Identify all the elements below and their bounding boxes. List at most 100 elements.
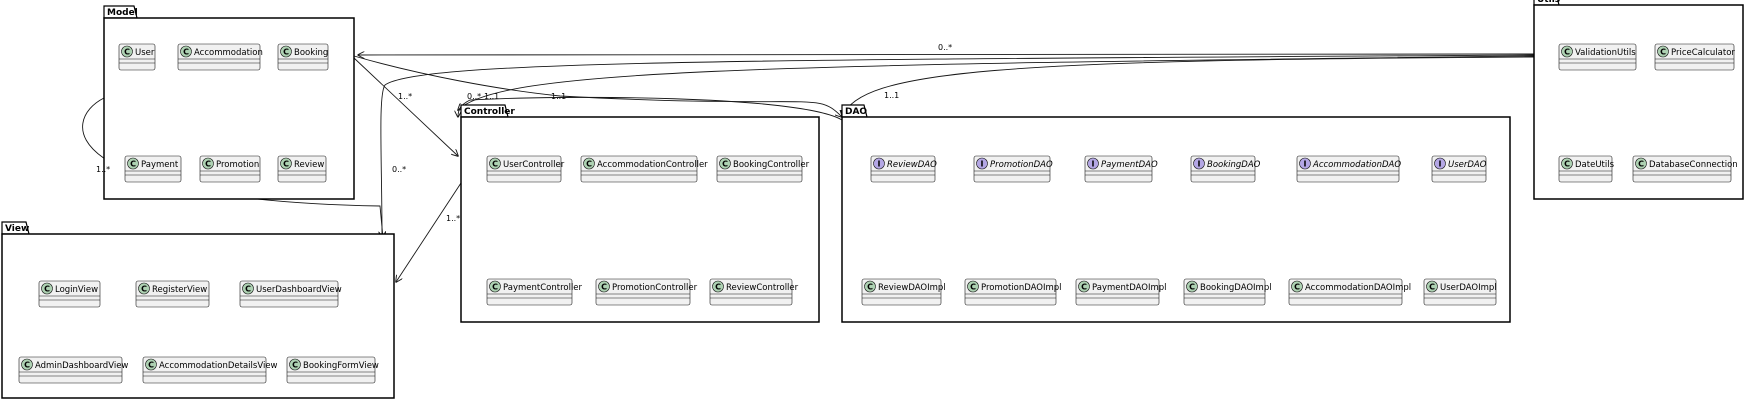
class-stereotype-icon (1635, 157, 1647, 170)
class-booking[interactable]: C Booking (277, 43, 328, 71)
class-name: Payment (141, 160, 179, 170)
class-name: Booking (294, 48, 328, 58)
class-stereotype-icon (712, 280, 724, 293)
association-utils-to-controller (458, 55, 1535, 110)
stereotype-letter: C (715, 283, 721, 292)
association-model-to-controller (353, 57, 458, 156)
stereotype-letter: I (1304, 160, 1307, 169)
stereotype-letter: C (970, 283, 976, 292)
class-box (486, 155, 562, 183)
class-name: AccommodationDetailsView (159, 361, 278, 371)
class-review[interactable]: C Review (277, 155, 327, 183)
class-box (1296, 155, 1400, 183)
class-accommodation-details-view[interactable]: C AccommodationDetailsView (142, 356, 278, 384)
package-label: DAO (845, 107, 867, 117)
stereotype-letter: C (1638, 160, 1644, 169)
class-name: Promotion (216, 160, 259, 170)
class-stereotype-icon (489, 157, 501, 170)
class-payment-daoimpl[interactable]: C PaymentDAOImpl (1075, 278, 1167, 306)
class-name: ReviewController (726, 283, 799, 293)
class-name: ReviewDAOImpl (878, 283, 946, 293)
class-name: ValidationUtils (1575, 48, 1636, 58)
class-name: Review (294, 160, 324, 170)
class-box (177, 43, 261, 71)
class-name: UserDAO (1448, 160, 1487, 170)
stereotype-letter: C (492, 160, 498, 169)
class-stereotype-icon (1186, 280, 1198, 293)
class-stereotype-icon (145, 358, 157, 371)
stereotype-letter: C (601, 283, 607, 292)
class-box (1075, 278, 1160, 306)
multiplicity-label: 1..* (446, 214, 460, 223)
stereotype-letter: C (148, 361, 154, 370)
class-stereotype-icon (127, 157, 139, 170)
multiplicity-labels: 0..*0..*0..*1..11..*1..*1..11..11..* (96, 43, 952, 223)
class-stereotype-icon (242, 282, 254, 295)
stereotype-letter: I (1092, 160, 1095, 169)
multiplicity-label: 1..1 (884, 91, 899, 100)
multiplicity-label: 1..* (398, 92, 412, 101)
class-stereotype-icon (1561, 45, 1573, 58)
class-name: PaymentDAOImpl (1092, 283, 1167, 293)
interface-stereotype-icon (1087, 157, 1099, 170)
class-stereotype-icon (1657, 45, 1669, 58)
class-review-controller[interactable]: C ReviewController (709, 278, 799, 306)
class-box (1423, 278, 1497, 306)
association-utils-to-view (381, 54, 1535, 238)
class-box (580, 155, 698, 183)
class-box (964, 278, 1057, 306)
class-box (973, 155, 1051, 183)
class-box (1632, 155, 1732, 183)
class-stereotype-icon (41, 282, 53, 295)
stereotype-letter: C (1660, 48, 1666, 57)
class-name: DatabaseConnection (1649, 160, 1738, 170)
class-stereotype-icon (21, 358, 33, 371)
stereotype-letter: I (878, 160, 881, 169)
class-stereotype-icon (289, 358, 301, 371)
package-label: Model (107, 8, 138, 18)
class-name: RegisterView (152, 285, 207, 295)
class-name: Accommodation (194, 48, 263, 58)
class-name: AccommodationDAOImpl (1305, 283, 1411, 293)
stereotype-letter: C (283, 48, 289, 57)
class-stereotype-icon (121, 45, 133, 58)
multiplicity-label: 0..* (392, 165, 406, 174)
edges (82, 54, 1535, 282)
stereotype-letter: C (283, 160, 289, 169)
stereotype-letter: C (492, 283, 498, 292)
class-stereotype-icon (598, 280, 610, 293)
stereotype-letter: C (1081, 283, 1087, 292)
class-database-connection[interactable]: C DatabaseConnection (1632, 155, 1738, 183)
association-controller-to-view (396, 182, 462, 282)
